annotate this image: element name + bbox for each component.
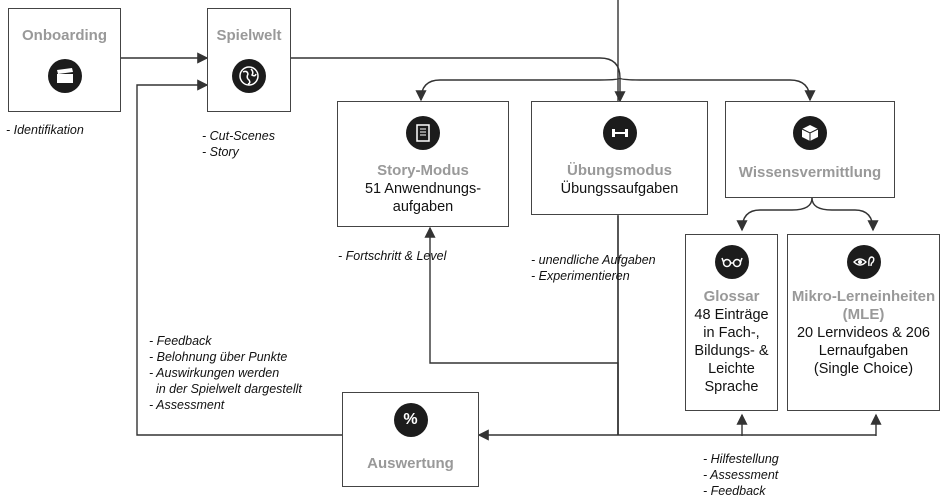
note-line: - Identifikation [6, 123, 84, 137]
auswertung-title: Auswertung [367, 455, 454, 472]
onboarding-title: Onboarding [22, 27, 107, 44]
note-fortschritt: - Fortschritt & Level [338, 248, 446, 264]
eye-ear-icon [846, 245, 881, 279]
mle-title-abbrev: (MLE) [842, 306, 885, 323]
notebook-icon [406, 116, 440, 150]
story-modus-line1: 51 Anwendnungs- [364, 181, 482, 197]
note-feedback: - Feedback - Belohnung über Punkte - Aus… [149, 333, 302, 413]
note-line: - unendliche Aufgaben [531, 253, 656, 267]
note-line: - Auswirkungen werden [149, 366, 280, 380]
note-line: - Fortschritt & Level [338, 249, 447, 263]
mle-title: Mikro-Lerneinheiten [791, 288, 936, 305]
cube-icon [793, 116, 827, 150]
note-line: - Belohnung über Punkte [149, 350, 288, 364]
mle-line: (Single Choice) [813, 361, 914, 377]
mle-box: Mikro-Lerneinheiten (MLE) 20 Lernvideos … [787, 234, 940, 411]
note-line: - Assessment [149, 398, 225, 412]
glossar-line: in Fach-, [703, 325, 760, 341]
story-modus-title: Story-Modus [377, 162, 469, 179]
note-line: - Assessment [703, 468, 779, 482]
uebungsmodus-box: Übungsmodus Übungssaufgaben [531, 101, 708, 215]
glossar-line: Bildungs- & [694, 343, 769, 359]
note-line: - Feedback [149, 334, 212, 348]
note-hilfestellung: - Hilfestellung - Assessment - Feedback [703, 451, 779, 499]
story-modus-box: Story-Modus 51 Anwendnungs- aufgaben [337, 101, 509, 227]
uebungsmodus-line1: Übungssaufgaben [560, 181, 679, 197]
glossar-line: 48 Einträge [694, 307, 769, 323]
glasses-icon [714, 245, 749, 279]
percent-icon: % [393, 403, 428, 437]
spielwelt-box: Spielwelt [207, 8, 291, 112]
note-identifikation: - Identifikation [6, 122, 84, 138]
note-cutscenes: - Cut-Scenes - Story [202, 128, 275, 160]
wissensvermittlung-box: Wissensvermittlung [725, 101, 895, 198]
note-unendlich: - unendliche Aufgaben - Experimentieren [531, 252, 656, 284]
clapperboard-icon [47, 59, 82, 93]
globe-icon [232, 59, 266, 93]
dumbbell-icon [602, 116, 637, 150]
uebungsmodus-title: Übungsmodus [567, 162, 672, 179]
note-line: in der Spielwelt dargestellt [149, 382, 302, 396]
wissensvermittlung-title: Wissensvermittlung [738, 164, 882, 181]
note-line: - Cut-Scenes [202, 129, 275, 143]
note-line: - Experimentieren [531, 269, 630, 283]
note-line: - Story [202, 145, 239, 159]
mle-line: Lernaufgaben [818, 343, 909, 359]
auswertung-box: % Auswertung [342, 392, 479, 487]
note-line: - Hilfestellung [703, 452, 779, 466]
mle-line: 20 Lernvideos & 206 [796, 325, 930, 341]
glossar-line: Sprache [704, 379, 759, 395]
spielwelt-title: Spielwelt [216, 27, 282, 44]
glossar-line: Leichte [708, 361, 755, 377]
note-line: - Feedback [703, 484, 766, 498]
story-modus-line2: aufgaben [392, 199, 454, 215]
onboarding-box: Onboarding [8, 8, 121, 112]
glossar-box: Glossar 48 Einträge in Fach-, Bildungs- … [685, 234, 778, 411]
glossar-title: Glossar [703, 288, 760, 305]
percent-symbol: % [403, 411, 418, 428]
